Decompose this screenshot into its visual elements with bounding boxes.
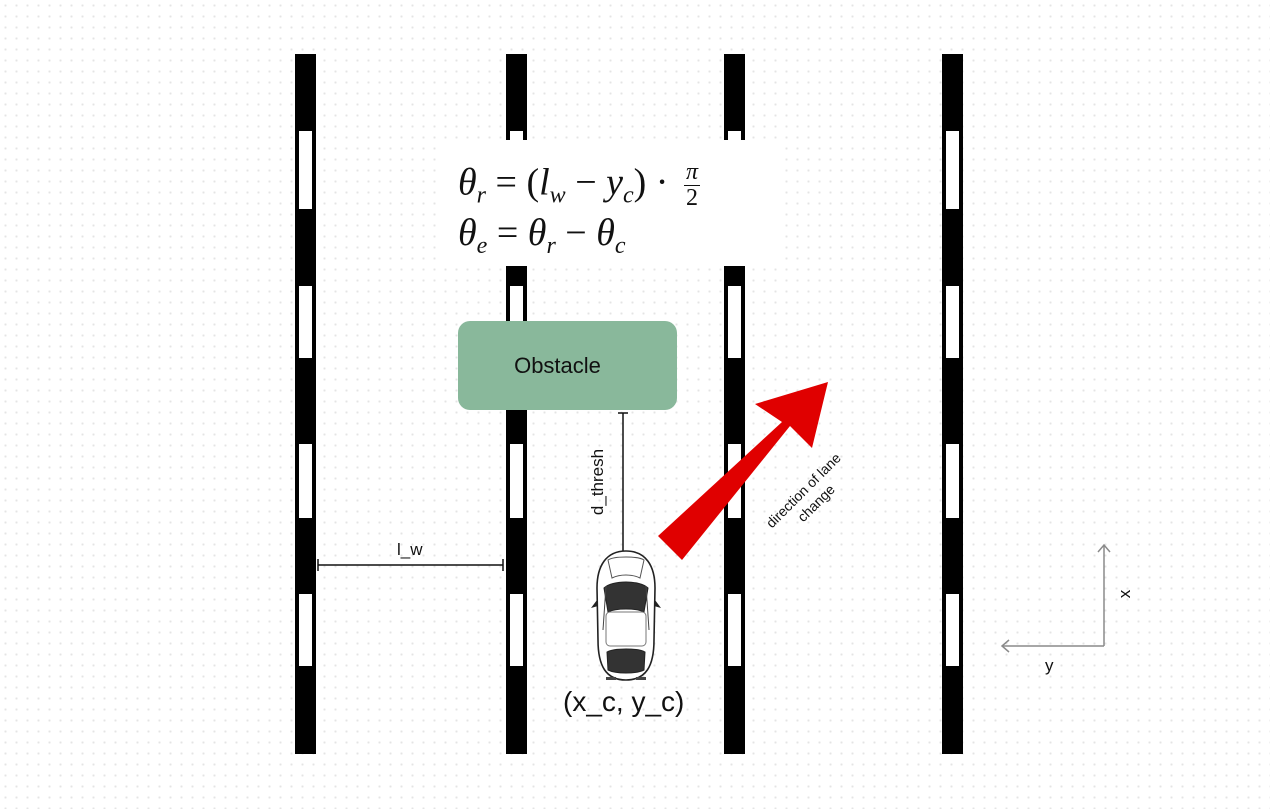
car-icon (591, 550, 661, 681)
obstacle-box: Obstacle (458, 321, 677, 410)
y-axis-label: y (1045, 656, 1054, 675)
equation-theta-e: θe = θr − θc (458, 212, 626, 259)
lane-width-dimension (317, 559, 504, 571)
threshold-label: d_thresh (588, 448, 607, 516)
car-position-label: (x_c, y_c) (563, 686, 685, 717)
lane-width-label: l_w (397, 540, 423, 559)
obstacle-label: Obstacle (514, 352, 601, 378)
x-axis-label: x (1115, 589, 1134, 599)
lane-line-1 (295, 54, 316, 754)
lane-change-arrow (658, 382, 828, 560)
axes-icon (1000, 543, 1111, 653)
threshold-dimension (618, 412, 628, 553)
lane-line-4 (942, 54, 963, 754)
